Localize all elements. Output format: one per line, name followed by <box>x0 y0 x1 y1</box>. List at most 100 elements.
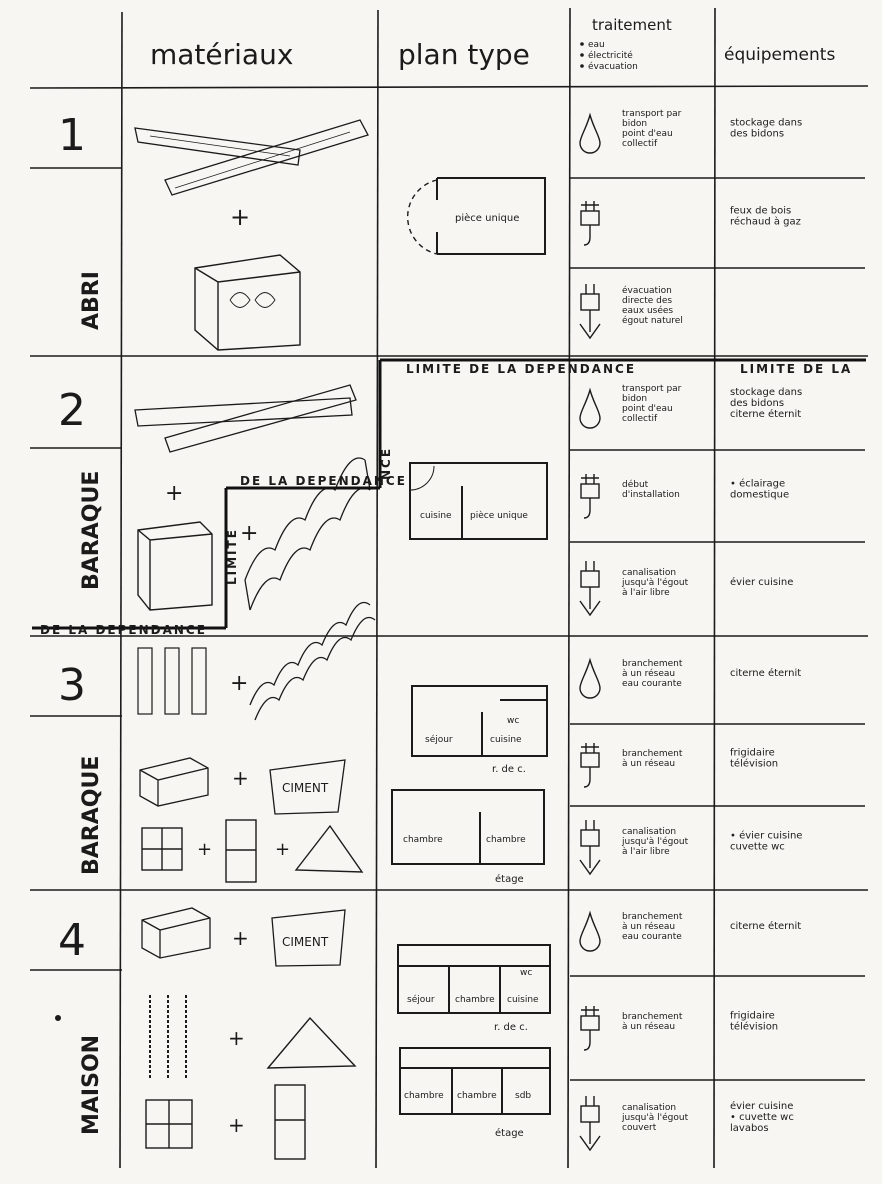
plus-sign: + <box>275 839 290 860</box>
treatment-text: jusqu'à l'égout <box>621 1112 689 1123</box>
limite-label: DE LA DEPENDANCE <box>40 623 207 637</box>
equipment-text: réchaud à gaz <box>730 216 801 228</box>
treatment-text: transport par <box>622 109 682 119</box>
plan-room-label: chambre <box>404 1091 444 1101</box>
plus-sign: + <box>230 203 250 231</box>
treatment-text: collectif <box>622 139 658 149</box>
treatment-text: évacuation <box>622 285 672 296</box>
plan-room-label: chambre <box>403 835 443 845</box>
row2-name: BARAQUE <box>79 471 104 590</box>
bullet-dot <box>580 64 584 68</box>
roof-truss-illustration <box>294 824 364 873</box>
row3-number: 3 <box>58 660 86 711</box>
plan-room-label: cuisine <box>420 511 452 521</box>
roof-truss-illustration <box>266 1016 357 1069</box>
equipment-text: • éclairage <box>730 478 785 490</box>
limite-label: DE LA DEPENDANCE <box>240 474 407 488</box>
door-frame-illustration <box>274 1084 306 1160</box>
corrugated-sheet-illustration <box>249 601 376 721</box>
drain-pipe-icon <box>579 284 601 340</box>
plus-sign: + <box>197 839 212 860</box>
header-traitement: traitement <box>592 16 672 34</box>
row1-name: ABRI <box>79 271 104 330</box>
equipment-text: frigidaire <box>730 1011 775 1022</box>
electric-plug-icon <box>580 201 600 246</box>
equipment-text: citerne éternit <box>730 667 801 679</box>
plan-level-label: étage <box>495 1127 524 1139</box>
treatment-text: transport par <box>622 384 682 394</box>
water-drop-icon <box>579 387 601 429</box>
planks-illustration <box>134 119 369 196</box>
plan-room-label: sdb <box>515 1091 531 1101</box>
treatment-text: eau courante <box>622 679 682 689</box>
corrugated-sheet-illustration <box>244 457 371 611</box>
treatment-text: branchement <box>622 1012 683 1022</box>
equipment-text: stockage dans <box>730 387 802 398</box>
row4-number: 4 <box>58 915 86 966</box>
wood-posts-illustration <box>137 647 207 715</box>
equipment-text: évier cuisine <box>730 576 793 588</box>
cement-bag-label: CIMENT <box>282 781 329 795</box>
equipment-text: télévision <box>730 1021 778 1033</box>
plan-room-label: chambre <box>486 835 526 845</box>
treatment-text: collectif <box>622 414 658 424</box>
planks-illustration <box>134 384 357 453</box>
treatment-text: branchement <box>622 912 683 922</box>
limite-label: NCE <box>379 447 393 480</box>
row3-name: BARAQUE <box>79 756 104 875</box>
treatment-text: couvert <box>622 1123 657 1133</box>
plan-room-label: cuisine <box>490 735 522 745</box>
equipment-text: frigidaire <box>730 748 775 759</box>
service-icons <box>579 112 601 1152</box>
treatment-text: d'installation <box>622 490 680 500</box>
plan-room-label: séjour <box>425 734 453 745</box>
water-drop-icon <box>579 910 601 952</box>
plus-sign: + <box>228 1113 245 1137</box>
header-traitement-eau: eau <box>588 40 605 50</box>
crate-illustration <box>194 254 301 351</box>
plan-row1 <box>406 177 546 255</box>
crate-illustration <box>137 521 213 611</box>
plus-sign: + <box>240 521 258 546</box>
bullet-dot <box>580 42 584 46</box>
header-traitement-electricite: électricité <box>588 50 633 61</box>
limite-dependance-boundary <box>32 358 866 630</box>
treatment-text: canalisation <box>622 1103 676 1113</box>
limite-label: LIMITE DE LA DEPENDANCE <box>406 362 636 376</box>
plan-room-label: séjour <box>407 994 435 1005</box>
plus-sign: + <box>230 671 248 696</box>
grid-lines <box>29 7 869 1169</box>
plan-room-label: wc <box>520 968 532 978</box>
window-frame-illustration <box>141 827 183 871</box>
treatment-text: canalisation <box>622 827 676 837</box>
water-drop-icon <box>579 112 601 154</box>
equipment-text: stockage dans <box>730 118 802 129</box>
plan-row4-rdc <box>397 944 551 1014</box>
equipment-text: télévision <box>730 758 778 770</box>
equipment-text: évier cuisine <box>730 1100 793 1112</box>
equipment-text: • évier cuisine <box>730 830 802 842</box>
treatment-text: à l'air libre <box>622 847 670 857</box>
treatment-text: bidon <box>622 119 647 129</box>
plan-room-label: cuisine <box>507 995 539 1005</box>
door-frame-illustration <box>225 819 257 883</box>
header-materiaux: matériaux <box>150 38 293 71</box>
row1-number: 1 <box>58 110 86 161</box>
header-equipements: équipements <box>724 45 835 65</box>
equipment-text: • cuvette wc <box>730 1112 794 1123</box>
equipment-text: lavabos <box>730 1123 769 1134</box>
treatment-text: point d'eau <box>622 129 673 139</box>
treatment-text: à un réseau <box>622 758 675 769</box>
plan-room-label: pièce unique <box>455 212 519 224</box>
drain-pipe-icon <box>579 1096 601 1152</box>
equipment-text: des bidons <box>730 129 784 140</box>
plan-level-label: étage <box>495 873 524 885</box>
cement-bag-illustration <box>269 759 346 815</box>
plus-sign: + <box>232 926 249 950</box>
equipment-text: domestique <box>730 490 789 501</box>
equipment-text: feux de bois <box>730 206 791 217</box>
electric-plug-icon <box>580 1006 600 1051</box>
treatment-text: branchement <box>622 659 683 669</box>
